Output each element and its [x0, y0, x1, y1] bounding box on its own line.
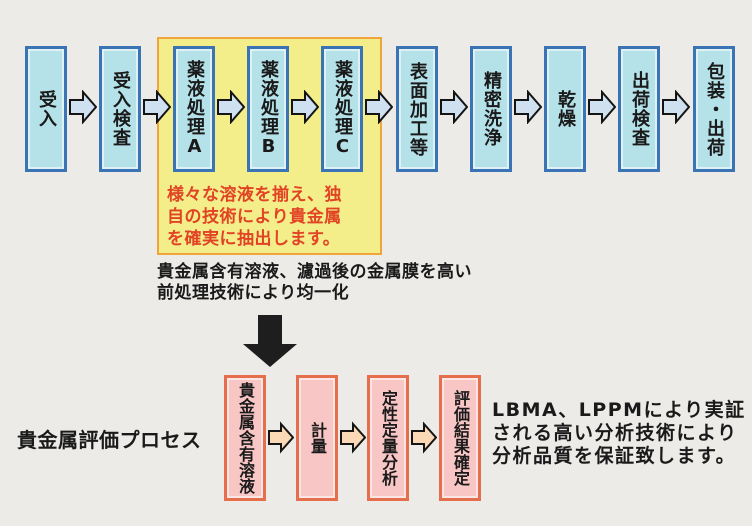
flow-arrow-right-icon [365, 90, 393, 124]
step-label: 表面加工等 [407, 61, 428, 157]
main-flow-step-surface-processing: 表面加工等 [396, 46, 438, 172]
quality-assurance-note: LBMA、LPPMにより実証 される高い分析技術により 分析品質を保証致します。 [492, 399, 746, 468]
pretreatment-caption-line: 前処理技術により均一化 [157, 283, 350, 303]
evaluation-step-result: 評価結果確定 [439, 375, 481, 501]
highlight-note: 様々な溶液を揃え、独 自の技術により貴金属 を確実に抽出します。 [167, 184, 377, 250]
main-flow-step-precision-cleaning: 精密洗浄 [470, 46, 512, 172]
quality-note-line: LBMA、LPPMにより実証 [492, 399, 746, 421]
main-flow-step-chemical-a: 薬液処理A [173, 46, 215, 172]
step-label: 貴金属含有溶液 [236, 382, 255, 494]
quality-note-line: 分析品質を保証致します。 [492, 445, 737, 467]
flow-arrow-right-icon [588, 90, 616, 124]
main-flow-step-chemical-b: 薬液処理B [247, 46, 289, 172]
step-label: 計量 [308, 422, 327, 454]
step-label: 出荷検査 [629, 71, 650, 147]
step-label: 乾燥 [555, 90, 576, 128]
pretreatment-caption: 貴金属含有溶液、濾過後の金属膜を高い 前処理技術により均一化 [157, 262, 472, 304]
down-arrow-icon [243, 315, 297, 367]
step-label: 薬液処理A [184, 60, 205, 158]
evaluation-step-analysis: 定性定量分析 [367, 375, 409, 501]
step-label: 薬液処理B [258, 60, 279, 158]
flow-arrow-right-icon [514, 90, 542, 124]
step-label: 受入検査 [110, 71, 131, 147]
flow-arrow-right-icon [662, 90, 690, 124]
evaluation-step-solution: 貴金属含有溶液 [224, 375, 266, 501]
step-label: 受入 [36, 90, 57, 128]
pretreatment-caption-line: 貴金属含有溶液、濾過後の金属膜を高い [157, 262, 472, 282]
flow-arrow-right-icon [411, 421, 437, 454]
step-label: 薬液処理C [332, 60, 353, 158]
step-label: 評価結果確定 [451, 390, 470, 486]
main-flow-step-chemical-c: 薬液処理C [321, 46, 363, 172]
main-flow-step-packing-shipping: 包装・出荷 [693, 46, 735, 172]
main-flow-step-receive: 受入 [25, 46, 67, 172]
flow-arrow-right-icon [143, 90, 171, 124]
highlight-note-line: 様々な溶液を揃え、独 [167, 185, 342, 205]
flow-arrow-right-icon [440, 90, 468, 124]
main-flow-step-drying: 乾燥 [544, 46, 586, 172]
step-label: 包装・出荷 [704, 61, 725, 157]
highlight-note-line: 自の技術により貴金属 [167, 207, 342, 227]
flow-arrow-right-icon [340, 421, 366, 454]
flow-arrow-right-icon [268, 421, 294, 454]
step-label: 定性定量分析 [379, 390, 398, 486]
quality-note-line: される高い分析技術により [492, 422, 738, 444]
flow-arrow-right-icon [69, 90, 97, 124]
main-flow-step-incoming-inspection: 受入検査 [99, 46, 141, 172]
flow-arrow-right-icon [217, 90, 245, 124]
step-label: 精密洗浄 [481, 71, 502, 147]
flow-arrow-right-icon [291, 90, 319, 124]
evaluation-step-weighing: 計量 [296, 375, 338, 501]
highlight-note-line: を確実に抽出します。 [167, 229, 341, 249]
main-flow-step-shipping-inspection: 出荷検査 [618, 46, 660, 172]
evaluation-process-title: 貴金属評価プロセス [17, 428, 202, 452]
